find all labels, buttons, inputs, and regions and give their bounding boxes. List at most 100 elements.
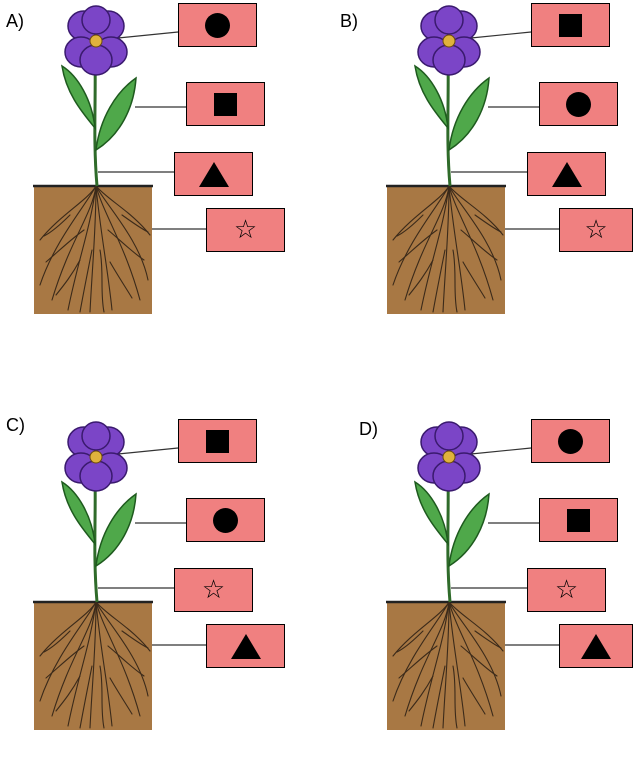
root-strand — [448, 601, 502, 697]
root-strand — [39, 185, 97, 286]
petal — [81, 5, 111, 35]
flower-center — [442, 450, 456, 464]
root-strand — [448, 601, 504, 652]
triangle-icon — [551, 161, 582, 187]
root-strand — [121, 630, 149, 649]
stem — [446, 59, 452, 187]
triangle-icon — [581, 633, 611, 659]
star-icon: ☆ — [584, 215, 608, 245]
root-strand — [404, 601, 450, 717]
root-strand — [121, 214, 149, 233]
flower-pointer-line — [117, 31, 179, 39]
left-leaf — [414, 64, 450, 131]
flower-center — [89, 450, 103, 464]
square-icon — [206, 429, 229, 453]
petal — [79, 460, 113, 492]
plant-diagram-b — [386, 5, 559, 314]
square-icon — [567, 508, 590, 532]
petal — [432, 44, 466, 76]
square-icon — [214, 92, 237, 116]
petal — [432, 460, 466, 492]
option-c-panel: C) ☆ — [0, 416, 317, 782]
roots — [392, 601, 504, 729]
plant-diagram-d — [386, 421, 559, 730]
stem-label-box: ☆ — [527, 568, 606, 612]
root-strand — [460, 645, 498, 677]
root-strand — [432, 249, 446, 313]
right-leaf — [448, 76, 490, 152]
root-strand — [95, 185, 141, 301]
option-a-panel: A) ☆ — [0, 0, 317, 366]
root-strand — [67, 601, 97, 727]
root-strand — [396, 630, 424, 653]
option-b-panel: B) ☆ — [340, 0, 634, 366]
root-strand — [99, 665, 105, 729]
petal — [81, 421, 111, 451]
root-strand — [452, 665, 458, 729]
root-strand — [398, 229, 438, 263]
triangle-icon — [230, 633, 261, 659]
flower-label-box — [178, 3, 257, 47]
roots — [39, 601, 151, 729]
root-strand — [79, 249, 93, 313]
root-strand — [107, 645, 145, 677]
star-icon: ☆ — [233, 215, 258, 245]
right-leaf — [95, 492, 137, 568]
root-strand — [95, 185, 113, 311]
root-strand — [420, 185, 450, 311]
root-strand — [460, 229, 498, 261]
stem — [93, 475, 99, 603]
petal — [434, 5, 464, 35]
option-label: C) — [6, 415, 25, 435]
leaf-label-box — [186, 82, 265, 126]
root-strand — [442, 601, 450, 729]
flower-pointer-line — [470, 447, 532, 455]
root-strand — [432, 665, 446, 729]
plant-diagram-c — [33, 421, 206, 730]
root-strand — [408, 259, 434, 296]
root-label-box: ☆ — [206, 208, 285, 252]
root-strand — [392, 601, 450, 702]
root-strand — [462, 261, 486, 299]
plant-diagram-a — [33, 5, 206, 314]
soil-block — [387, 186, 505, 314]
root-strand — [45, 229, 85, 263]
root-strand — [109, 261, 133, 299]
square-icon — [559, 13, 582, 37]
root-strand — [408, 675, 434, 712]
root-strand — [452, 249, 458, 313]
soil-block — [34, 186, 152, 314]
left-leaf — [61, 64, 97, 131]
circle-icon — [205, 12, 230, 38]
root-strand — [95, 185, 151, 236]
root-strand — [67, 185, 97, 311]
root-strand — [392, 185, 450, 286]
root-strand — [404, 185, 450, 301]
stem — [446, 475, 452, 603]
leaf-label-box — [186, 498, 265, 542]
root-strand — [51, 601, 97, 717]
petal — [79, 44, 113, 76]
root-strand — [420, 601, 450, 727]
flower-label-box — [531, 419, 610, 463]
flower — [64, 5, 128, 76]
circle-icon — [558, 428, 583, 454]
flower — [64, 421, 128, 492]
flower-label-box — [531, 3, 610, 47]
star-icon: ☆ — [201, 575, 226, 605]
root-strand — [51, 185, 97, 301]
flower-center — [89, 34, 103, 48]
circle-icon — [566, 91, 591, 117]
flower-pointer-line — [117, 447, 179, 455]
root-strand — [43, 214, 71, 237]
stem — [93, 59, 99, 187]
root-label-box: ☆ — [559, 208, 633, 252]
leaf-label-box — [539, 82, 618, 126]
right-leaf — [448, 492, 490, 568]
root-strand — [39, 601, 97, 702]
root-label-box — [206, 624, 285, 668]
option-label: A) — [6, 11, 24, 31]
root-strand — [442, 185, 450, 313]
root-strand — [95, 601, 151, 652]
leaf-label-box — [539, 498, 618, 542]
